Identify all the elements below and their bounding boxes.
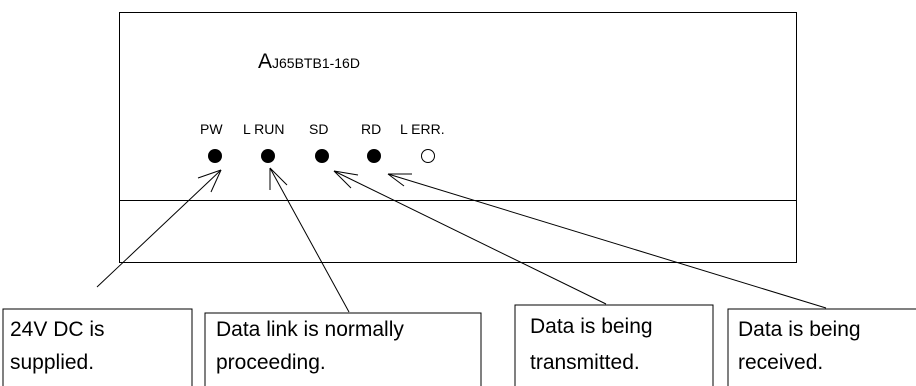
module-panel xyxy=(119,12,797,263)
callout-receive-line2: received. xyxy=(738,351,823,374)
led-label-lerr: L ERR. xyxy=(400,121,445,137)
callout-texts: 24V DC is supplied. Data link is normall… xyxy=(10,315,861,374)
led-labels: PW L RUN SD RD L ERR. xyxy=(200,121,445,137)
led-label-lrun: L RUN xyxy=(243,121,285,137)
led-label-sd: SD xyxy=(309,121,328,137)
model-prefix: A xyxy=(258,50,272,73)
callout-datalink-line2: proceeding. xyxy=(216,351,326,374)
callout-transmit-line1: Data is being xyxy=(530,315,653,338)
callout-power-line1: 24V DC is xyxy=(10,318,105,341)
callout-datalink-line1: Data link is normally xyxy=(216,318,404,341)
arrow-sd xyxy=(333,170,607,305)
model-suffix: J65BTB1-16D xyxy=(272,55,360,71)
led-lerr xyxy=(421,149,435,163)
arrow-pw xyxy=(96,169,222,288)
callout-transmit-line2: transmitted. xyxy=(530,351,640,374)
model-name: AJ65BTB1-16D xyxy=(258,50,360,73)
leader-lines xyxy=(96,167,827,313)
led-rd xyxy=(367,149,381,163)
module-body xyxy=(119,12,797,263)
led-label-pw: PW xyxy=(200,121,223,137)
led-sd xyxy=(315,149,329,163)
callout-box-datalink xyxy=(204,312,482,386)
callout-power-line2: supplied. xyxy=(10,351,94,374)
led-lrun xyxy=(261,149,275,163)
arrow-rd xyxy=(387,173,827,309)
led-label-rd: RD xyxy=(361,121,381,137)
callout-receive-line1: Data is being xyxy=(738,318,861,341)
callout-box-transmit xyxy=(514,304,714,386)
arrow-lrun xyxy=(269,167,350,313)
led-indicators xyxy=(208,149,435,163)
callout-box-receive xyxy=(727,308,916,386)
led-pw xyxy=(208,149,222,163)
